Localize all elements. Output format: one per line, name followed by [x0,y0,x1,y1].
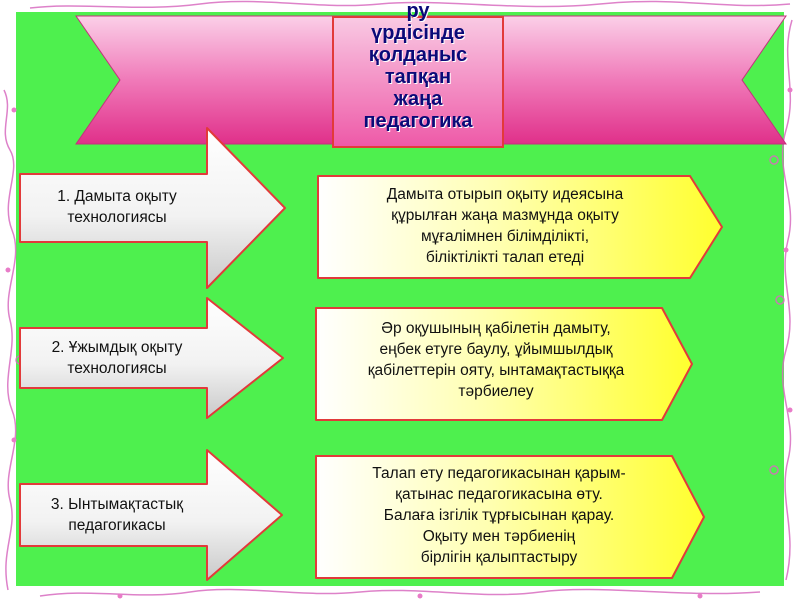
callout-text-3: Талап ету педагогикасынан қарым- қатынас… [318,463,680,568]
callout-text-2: Әр оқушының қабілетін дамыту, еңбек етуг… [318,318,674,402]
arrow-label-3: 3. Ынтымақтастық педагогикасы [22,494,212,536]
title-box: ру үрдісінде қолданыс тапқан жаңа педаго… [332,16,504,148]
title-text: ру үрдісінде қолданыс тапқан жаңа педаго… [314,0,522,132]
callout-text-1: Дамыта отырып оқыту идеясына құрылған жа… [320,184,690,268]
arrow-label-2: 2. Ұжымдық оқыту технологиясы [22,337,212,379]
arrow-label-1: 1. Дамыта оқыту технологиясы [22,186,212,228]
